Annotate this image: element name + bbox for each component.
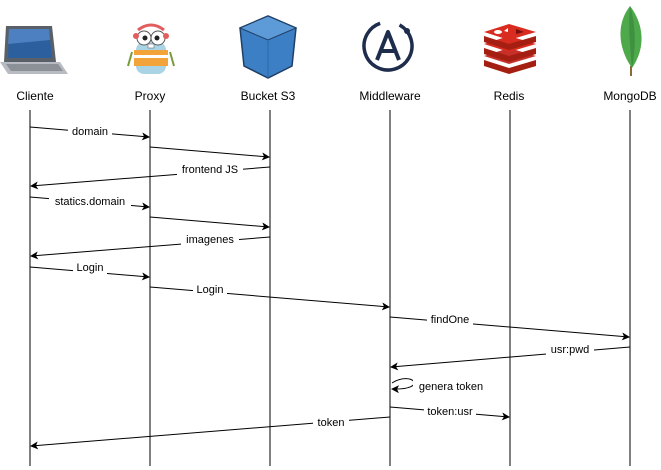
message-domain-label: domain xyxy=(72,126,108,138)
message-findone: findOne xyxy=(389,313,630,341)
message-imagenes-label-bg xyxy=(181,233,239,246)
message-statics-domain-label-bg xyxy=(49,195,131,208)
message-findone-label: findOne xyxy=(431,314,470,326)
message-token: token xyxy=(30,416,391,450)
message-login-middleware-label-bg xyxy=(193,283,227,296)
message-login-middleware-arrow xyxy=(149,286,390,311)
message-usr-pwd-label: usr:pwd xyxy=(551,344,590,356)
gopher-mascot-icon xyxy=(127,23,175,74)
message-login-middleware: Login xyxy=(149,283,390,311)
actor-label-mongodb: MongoDB xyxy=(603,89,656,103)
message-usr-pwd-label-bg xyxy=(546,343,594,356)
message-token-label-bg xyxy=(313,416,349,429)
actor-label-proxy: Proxy xyxy=(135,89,166,103)
message-genera-token: genera token xyxy=(391,378,489,394)
message-frontend-js-label: frontend JS xyxy=(182,164,238,176)
message-genera-token-arrow xyxy=(391,378,415,394)
message-proxy-bucket-2-arrow xyxy=(149,216,270,231)
message-login-proxy-label-bg xyxy=(73,261,107,274)
message-genera-token-label-bg xyxy=(413,380,489,393)
message-domain: domain xyxy=(29,125,150,141)
actor-label-middleware: Middleware xyxy=(359,89,421,103)
message-token-usr: token:usr xyxy=(389,405,510,421)
message-usr-pwd: usr:pwd xyxy=(390,343,631,371)
message-token-usr-label: token:usr xyxy=(427,406,473,418)
message-proxy-bucket-1 xyxy=(149,146,270,161)
actor-label-bucket: Bucket S3 xyxy=(241,89,296,103)
s3-bucket-icon xyxy=(238,15,298,79)
message-token-label: token xyxy=(318,417,345,429)
apollo-logo-icon xyxy=(362,20,414,72)
laptop-icon xyxy=(0,26,68,74)
actor-label-cliente: Cliente xyxy=(16,89,54,103)
message-login-middleware-label: Login xyxy=(197,284,224,296)
actor-label-redis: Redis xyxy=(494,89,525,103)
message-statics-domain: statics.domain xyxy=(29,195,150,211)
message-genera-token-label: genera token xyxy=(419,381,483,393)
message-imagenes-label: imagenes xyxy=(186,234,234,246)
message-frontend-js-label-bg xyxy=(177,163,243,176)
message-findone-label-bg xyxy=(427,313,473,326)
message-token-usr-label-bg xyxy=(424,405,476,418)
message-domain-label-bg xyxy=(68,125,112,138)
message-statics-domain-label: statics.domain xyxy=(55,196,125,208)
mongodb-leaf-icon xyxy=(620,6,642,76)
message-proxy-bucket-1-arrow xyxy=(149,146,270,161)
message-login-proxy-label: Login xyxy=(77,262,104,274)
redis-logo-icon xyxy=(484,24,536,74)
message-imagenes: imagenes xyxy=(30,233,271,260)
message-frontend-js: frontend JS xyxy=(30,163,271,190)
message-login-proxy: Login xyxy=(29,261,150,281)
message-proxy-bucket-2 xyxy=(149,216,270,231)
